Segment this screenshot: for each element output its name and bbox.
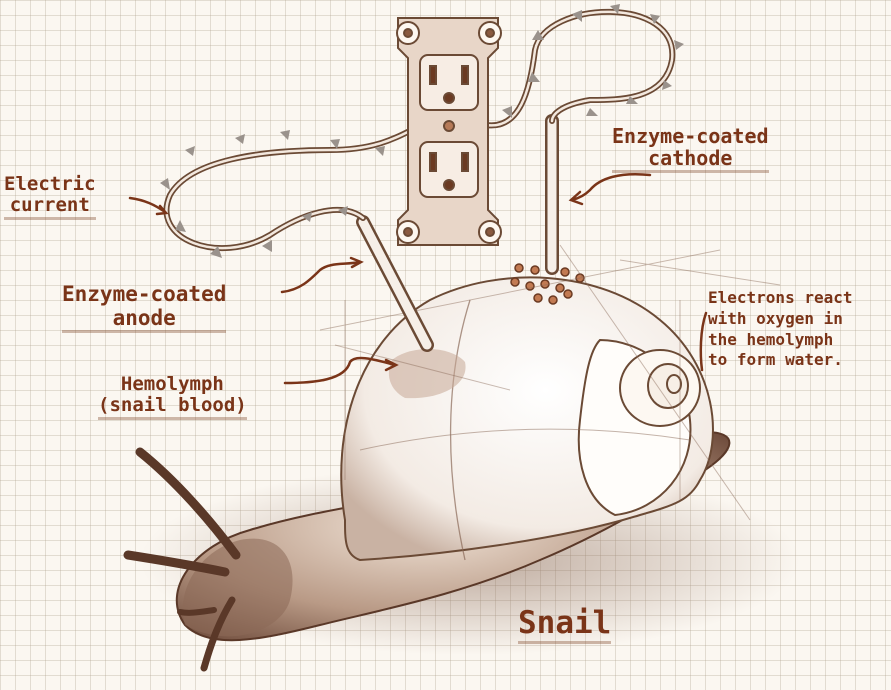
anode-label-line2: anode (62, 307, 226, 334)
anode-label-line1: Enzyme-coated (62, 283, 226, 307)
electrons-note-line1: Electrons react (708, 288, 853, 309)
electrical-outlet (397, 18, 501, 245)
electrons-note-line4: to form water. (708, 350, 853, 371)
cathode-label-line2: cathode (612, 147, 769, 172)
cathode-label-line1: Enzyme-coated (612, 125, 769, 147)
electric-current-label-line1: Electric (4, 174, 96, 195)
hemolymph-label-line1: Hemolymph (98, 374, 247, 395)
cathode-label: Enzyme-coated cathode (612, 125, 769, 173)
snail-label-text: Snail (518, 606, 611, 644)
hemolymph-label: Hemolymph (snail blood) (98, 374, 247, 420)
hemolymph-label-line2: (snail blood) (98, 395, 247, 419)
electrons-note: Electrons react with oxygen in the hemol… (708, 288, 853, 371)
electric-current-label-line2: current (4, 195, 96, 219)
electrons-note-line3: the hemolymph (708, 330, 853, 351)
anode-label: Enzyme-coated anode (62, 283, 226, 333)
electric-current-label: Electric current (4, 174, 96, 220)
electrons-note-line2: with oxygen in (708, 309, 853, 330)
snail-label: Snail (518, 606, 611, 644)
